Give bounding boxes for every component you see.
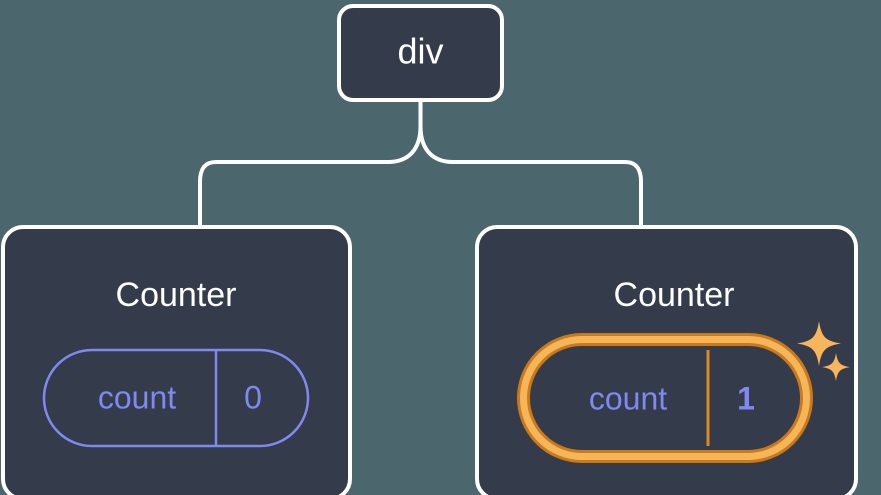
- connector-branch-right: [418, 124, 643, 229]
- card-counter-right-box[interactable]: [475, 225, 858, 495]
- state-pill-right-key: count: [589, 380, 667, 416]
- state-pill-right-inner-ring[interactable]: [520, 336, 810, 460]
- sparkle-group: [797, 321, 850, 381]
- state-pill-left-value: 0: [244, 379, 262, 415]
- node-div-box[interactable]: [337, 4, 504, 102]
- card-counter-left[interactable]: Counter count 0: [1, 225, 352, 495]
- state-pill-left-outline[interactable]: [42, 348, 310, 448]
- connector-branch-left: [198, 124, 423, 229]
- sparkle-icon: [797, 321, 841, 366]
- connector-tree: [198, 98, 643, 229]
- card-counter-left-box[interactable]: [1, 225, 352, 495]
- state-pill-right[interactable]: count 1: [517, 333, 813, 463]
- card-counter-left-title: Counter: [116, 276, 237, 314]
- node-div[interactable]: div: [337, 4, 504, 102]
- card-counter-right[interactable]: Counter count 1: [475, 225, 858, 495]
- state-pill-left[interactable]: count 0: [42, 348, 310, 448]
- card-counter-right-title: Counter: [614, 276, 735, 314]
- state-pill-right-value: 1: [737, 380, 755, 416]
- state-pill-left-key: count: [98, 379, 176, 415]
- node-div-label: div: [397, 31, 443, 72]
- sparkle-small-icon: [822, 353, 850, 381]
